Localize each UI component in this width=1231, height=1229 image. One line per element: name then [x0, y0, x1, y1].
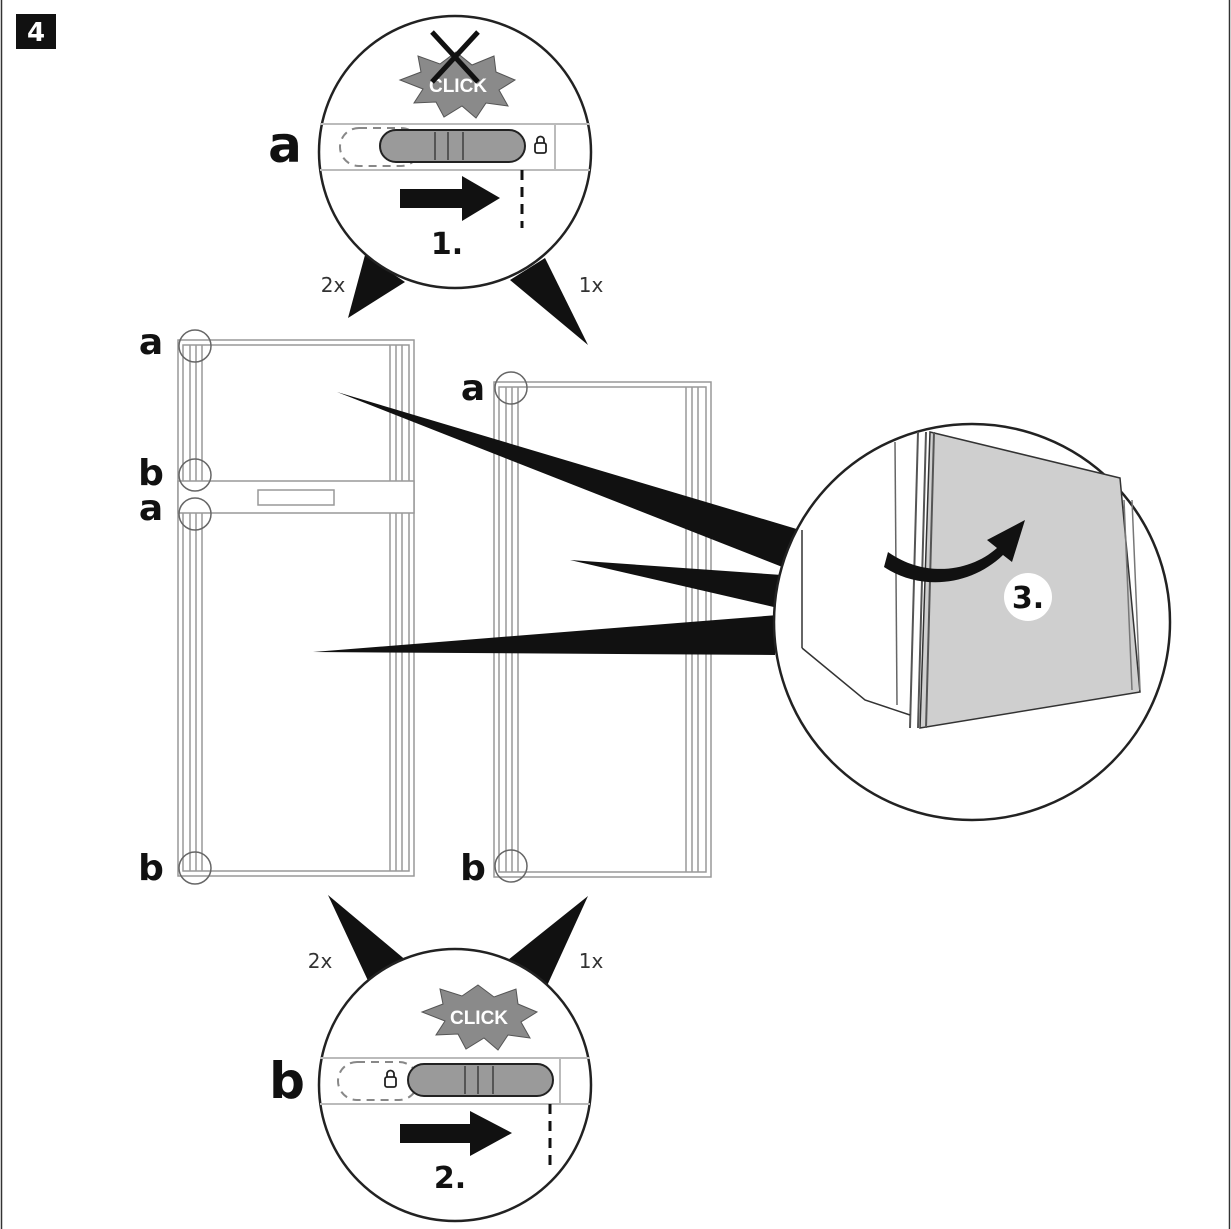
fridge-left — [177, 329, 415, 885]
fridge-left-label-4: b — [138, 848, 164, 889]
callout-wedge-right-3 — [313, 615, 778, 655]
zoom-bottom-count-left: 2x — [308, 949, 333, 973]
zoom-top-part-letter: a — [268, 116, 302, 174]
step-badge: 4 — [16, 14, 56, 49]
click-burst-icon — [398, 51, 517, 119]
step-3-bubble — [1004, 573, 1052, 621]
zoom-circle-right: 3. — [313, 392, 1172, 822]
zoom-top-count-left: 2x — [321, 273, 346, 297]
curved-arrow-icon — [884, 520, 1025, 583]
arrow-right-icon-bottom — [400, 1111, 512, 1156]
callout-wedge-top-left — [348, 255, 405, 318]
step-label-1: 1. — [431, 227, 463, 262]
callout-wedge-top-right — [510, 258, 588, 345]
fridge-right-label-2: b — [460, 848, 486, 889]
cross-icon — [430, 30, 480, 84]
callout-wedge-bottom-right — [508, 896, 588, 988]
click-text-bottom: CLICK — [450, 1008, 508, 1029]
click-burst-icon-bottom — [420, 984, 539, 1051]
lock-icon — [534, 135, 547, 154]
step-label-2: 2. — [434, 1161, 466, 1196]
callout-wedge-right-2 — [570, 560, 782, 608]
fridge-left-label-1: a — [139, 322, 163, 363]
step-label-3: 3. — [1012, 581, 1044, 616]
latch-handle-bottom — [407, 1063, 554, 1097]
callout-wedge-right-1 — [337, 392, 800, 570]
zoom-bottom-part-letter: b — [269, 1052, 305, 1110]
latch-handle — [379, 129, 526, 163]
click-text-top: CLICK — [429, 76, 487, 97]
zoom-top-count-right: 1x — [579, 273, 604, 297]
zoom-bottom-count-right: 1x — [579, 949, 604, 973]
zoom-circle-bottom: CLICK 2. — [317, 895, 593, 1223]
fridge-right-label-1: a — [461, 368, 485, 409]
callout-wedge-bottom-left — [328, 895, 408, 985]
arrow-right-icon — [400, 176, 500, 221]
step-badge-number: 4 — [27, 18, 45, 48]
fridge-left-label-3: a — [139, 488, 163, 529]
fridge-right — [493, 371, 712, 883]
fridge-left-label-2: b — [138, 453, 164, 494]
zoom-circle-top: CLICK 1. — [317, 14, 593, 345]
lock-icon-bottom — [384, 1069, 397, 1088]
